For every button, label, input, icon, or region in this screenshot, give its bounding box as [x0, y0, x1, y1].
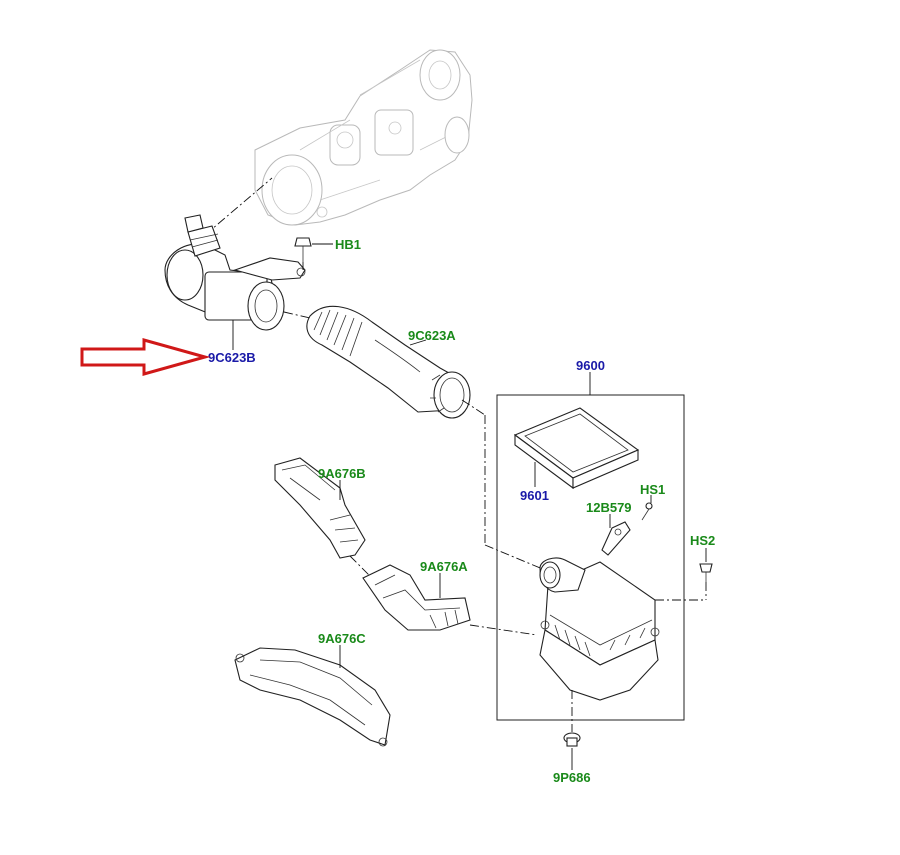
part-9a676a-duct — [362, 564, 471, 631]
assembly-9600-box — [496, 394, 685, 721]
label-9p686: 9P686 — [553, 770, 591, 785]
hs2-screw-icon — [699, 563, 713, 582]
label-9a676b: 9A676B — [318, 466, 366, 481]
part-12b579-sensor — [601, 521, 631, 556]
turbocharger-assembly — [254, 49, 473, 226]
part-9c623a-hose — [306, 305, 471, 419]
label-hb1: HB1 — [335, 237, 361, 252]
label-9c623b: 9C623B — [208, 350, 256, 365]
label-9600: 9600 — [576, 358, 605, 373]
label-9c623a: 9C623A — [408, 328, 456, 343]
part-9601-filter — [513, 407, 640, 490]
label-9a676a: 9A676A — [420, 559, 468, 574]
part-9a676b-duct — [274, 457, 366, 559]
label-12b579: 12B579 — [586, 500, 632, 515]
part-9a676c-shield — [234, 647, 391, 747]
part-9600-air-cleaner-housing — [539, 557, 660, 701]
part-9c623b-duct — [164, 214, 306, 331]
hb1-bolt-icon — [294, 237, 312, 262]
label-9a676c: 9A676C — [318, 631, 366, 646]
label-hs2: HS2 — [690, 533, 715, 548]
label-hs1: HS1 — [640, 482, 665, 497]
red-outline-arrow-icon — [80, 338, 211, 376]
hs1-screw-icon — [641, 502, 653, 521]
9p686-grommet-icon — [563, 732, 581, 747]
label-9601: 9601 — [520, 488, 549, 503]
